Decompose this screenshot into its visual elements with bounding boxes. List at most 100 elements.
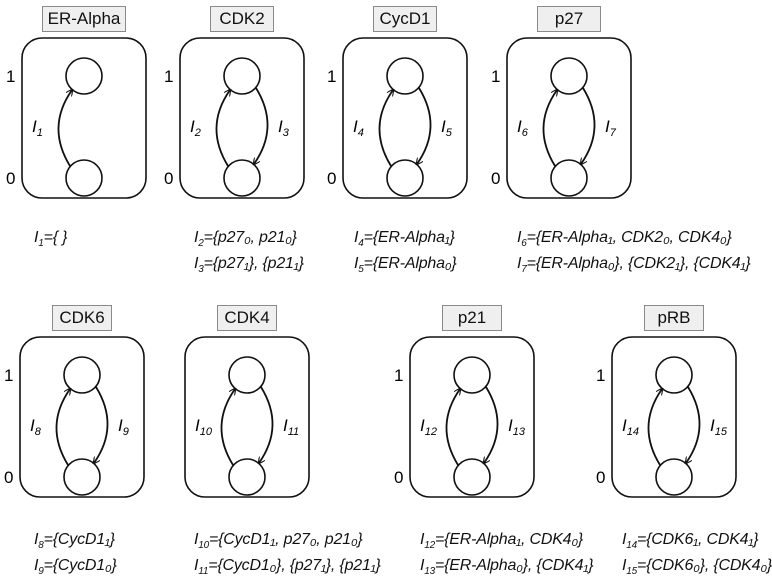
module-cdk4: I10 I11: [184, 336, 310, 498]
transition-arrow-up: [57, 90, 72, 167]
level-label-low: 0: [6, 169, 15, 188]
level-label-high: 1: [327, 67, 336, 86]
transition-label: I10: [195, 416, 213, 438]
update-function-line: I12={ER-Alpha₁, CDK4₀}: [420, 531, 584, 552]
update-function-line: I10={CycD1₁, p27₀, p21₀}: [194, 531, 363, 552]
transition-arrow-up: [378, 90, 393, 167]
transition-label: I9: [118, 416, 129, 438]
level-label-high: 1: [6, 67, 15, 86]
transition-arrow-down: [94, 386, 109, 463]
module-cdk6: I8 I9 1 0: [4, 336, 145, 498]
module-box: [409, 336, 535, 498]
module-title: CDK4: [217, 305, 277, 331]
transition-label: I1: [32, 117, 43, 139]
transition-label: I13: [508, 416, 526, 438]
update-function-line: I1={ }: [34, 229, 68, 250]
update-function-caption: I6={ER-Alpha₁, CDK2₀, CDK4₀} I7={ER-Alpha…: [517, 228, 751, 280]
state-node-low: [386, 159, 424, 197]
module-cycd1: I4 I5 1 0: [327, 37, 468, 199]
level-label-low: 0: [4, 468, 13, 487]
transition-label: I7: [605, 117, 617, 139]
update-function-line: I9={CycD1₀}: [34, 557, 117, 578]
transition-label: I4: [353, 117, 364, 139]
state-node-low: [63, 458, 101, 496]
module-title: ER-Alpha: [42, 6, 126, 32]
transition-arrow-up: [215, 90, 230, 167]
state-node-high: [386, 57, 424, 95]
transition-arrow-down: [581, 87, 596, 164]
module-title: CDK6: [52, 305, 112, 331]
state-node-high: [228, 356, 266, 394]
transition-arrow-down: [686, 386, 701, 463]
transition-arrow-down: [259, 386, 274, 463]
module-title: CDK2: [210, 6, 274, 32]
state-node-high: [655, 356, 693, 394]
update-function-line: I11={CycD1₀}, {p27₁}, {p21₁}: [194, 557, 381, 578]
transition-arrow-up: [220, 389, 235, 466]
transition-label: I15: [710, 416, 728, 438]
module-prb: I14 I15 1 0: [596, 336, 737, 498]
update-function-line: I15={CDK6₀}, {CDK4₀}: [622, 557, 772, 578]
state-node-low: [655, 458, 693, 496]
module-er-alpha: I1 1 0: [6, 37, 147, 199]
state-node-high: [63, 356, 101, 394]
transition-label: I12: [420, 416, 437, 438]
update-function-caption: I4={ER-Alpha₁} I5={ER-Alpha₀}: [354, 228, 457, 280]
transition-arrow-down: [417, 87, 432, 164]
level-label-high: 1: [394, 366, 403, 385]
module-title: CycD1: [373, 6, 437, 32]
module-box: [611, 336, 737, 498]
state-node-high: [550, 57, 588, 95]
transition-arrow-up: [542, 90, 557, 167]
update-function-line: I6={ER-Alpha₁, CDK2₀, CDK4₀}: [517, 229, 732, 250]
transition-arrow-up: [445, 389, 460, 466]
transition-label: I5: [441, 117, 453, 139]
transition-label: I11: [283, 416, 299, 438]
module-box: [342, 37, 468, 199]
update-function-line: I7={ER-Alpha₀}, {CDK2₁}, {CDK4₁}: [517, 255, 751, 276]
update-function-caption: I2={p27₀, p21₀} I3={p27₁}, {p21₁}: [194, 228, 304, 280]
state-node-low: [223, 159, 261, 197]
module-box: [506, 37, 632, 199]
update-function-line: I3={p27₁}, {p21₁}: [194, 255, 304, 276]
module-title: p21: [442, 305, 502, 331]
module-box: [179, 37, 305, 199]
transition-label: I14: [622, 416, 639, 438]
update-function-line: I13={ER-Alpha₀}, {CDK4₁}: [420, 557, 594, 578]
level-label-low: 0: [327, 169, 336, 188]
state-node-low: [453, 458, 491, 496]
transition-label: I3: [278, 117, 290, 139]
transition-label: I2: [190, 117, 201, 139]
level-label-low: 0: [164, 169, 173, 188]
level-label-high: 1: [596, 366, 605, 385]
state-node-high: [453, 356, 491, 394]
level-label-low: 0: [596, 468, 605, 487]
level-label-low: 0: [394, 468, 403, 487]
module-box: [19, 336, 145, 498]
update-function-caption: I14={CDK6₁, CDK4₁} I15={CDK6₀}, {CDK4₀}: [622, 530, 772, 582]
update-function-line: I4={ER-Alpha₁}: [354, 229, 455, 250]
module-p21: I12 I13 1 0: [394, 336, 535, 498]
state-node-low: [65, 159, 103, 197]
state-node-high: [223, 57, 261, 95]
transition-arrow-down: [484, 386, 499, 463]
level-label-high: 1: [4, 366, 13, 385]
update-function-line: I2={p27₀, p21₀}: [194, 229, 297, 250]
update-function-caption: I8={CycD1₁}I9={CycD1₀}: [34, 530, 117, 582]
transition-arrow-down: [254, 87, 269, 164]
state-node-high: [65, 57, 103, 95]
module-title: pRB: [644, 305, 704, 331]
state-node-low: [550, 159, 588, 197]
update-function-line: I5={ER-Alpha₀}: [354, 255, 457, 276]
transition-label: I8: [30, 416, 42, 438]
update-function-caption: I12={ER-Alpha₁, CDK4₀} I13={ER-Alpha₀}, {…: [420, 530, 594, 582]
update-function-caption: I1={ }: [34, 228, 68, 254]
transition-arrow-up: [647, 389, 662, 466]
level-label-low: 0: [491, 169, 500, 188]
transition-label: I6: [517, 117, 529, 139]
update-function-line: I14={CDK6₁, CDK4₁}: [622, 531, 759, 552]
transition-arrow-up: [55, 389, 70, 466]
module-box: [184, 336, 310, 498]
